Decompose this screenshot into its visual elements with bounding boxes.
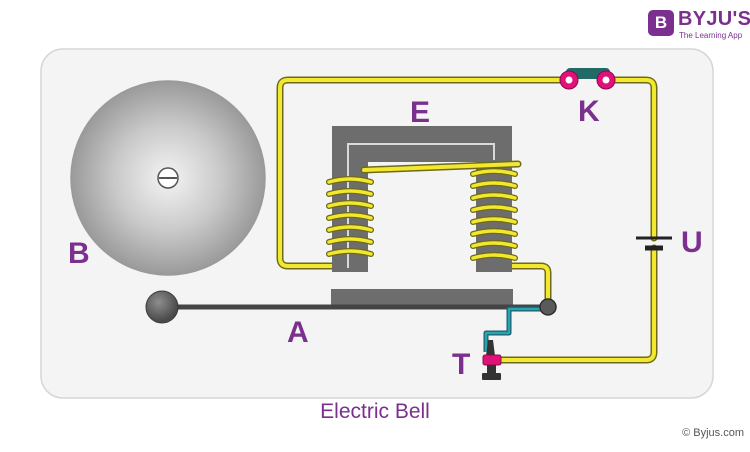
gong [70, 80, 266, 276]
wire-coil-link-fill [362, 162, 520, 172]
label-contact-screw: T [452, 348, 470, 381]
tap-key [559, 68, 616, 90]
brand-logo: B BYJU'S The Learning App [648, 8, 750, 44]
brand-tagline: The Learning App [679, 31, 743, 40]
label-key: K [578, 95, 600, 128]
wire-to-spring-fill [496, 264, 550, 302]
contact-screw [482, 340, 502, 380]
battery-cell [636, 236, 672, 251]
label-battery: U [681, 226, 703, 259]
figure-caption: Electric Bell [320, 400, 430, 423]
left-coil [326, 176, 374, 257]
brand-name: BYJU'S [678, 8, 750, 30]
hammer [145, 290, 179, 324]
wire-main-circuit-fill [278, 78, 656, 362]
copyright-credit: © Byjus.com [682, 427, 744, 439]
right-coil [470, 168, 518, 261]
armature-block [331, 289, 513, 305]
label-electromagnet: E [410, 96, 430, 129]
brand-mark-icon: B [648, 10, 674, 36]
pivot-post [539, 298, 557, 316]
label-gong: B [68, 237, 90, 270]
label-armature: A [287, 316, 309, 349]
spring-strip-fill [484, 307, 546, 352]
